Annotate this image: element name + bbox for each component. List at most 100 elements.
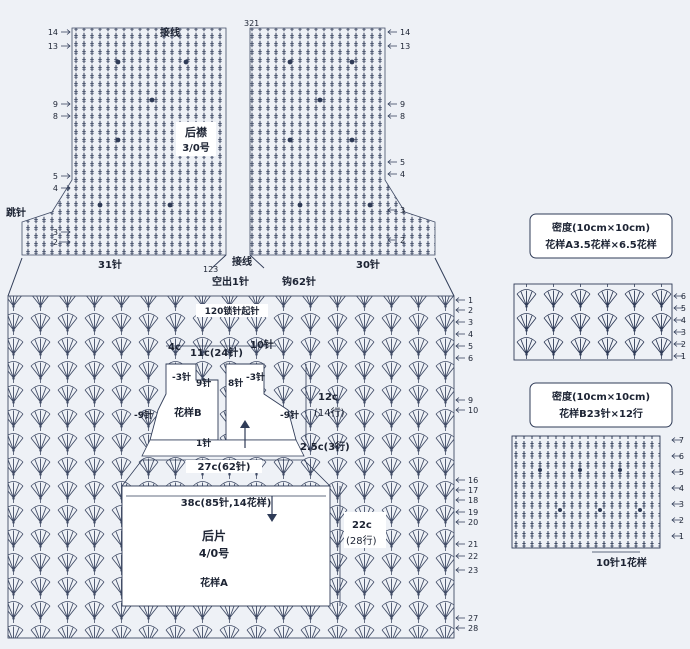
swatch-b-label-box: 密度(10cm×10cm) 花样B23针×12行 [529,382,673,428]
swatch-a-row-1: 5 [681,304,686,313]
yoke-left-row-7: 2 [53,238,58,247]
body-row-4: 5 [468,342,473,351]
swatch-a-row-arrow-2 [673,317,683,323]
yoke-left-row-arrow-7 [61,239,71,245]
yoke-right-row-5: 4 [400,170,405,179]
up-arrow [240,420,250,448]
yoke-join-label-bottom: 接线 [232,255,252,268]
yoke-right-row-7: 2 [400,236,405,245]
yoke-left-row-arrow-3 [61,113,71,119]
piece-title: 后片 [202,528,226,543]
body-row-arrow-13 [455,541,465,547]
neck-width-label: 11c(24针) [190,346,243,359]
body-row-arrow-2 [455,319,465,325]
yoke-left-row-arrow-1 [61,43,71,49]
height-12c-group: 12c (14行) 2.5c(3行) [300,364,350,453]
body-row-arrow-17 [455,625,465,631]
yoke-left-width: 31针 [98,258,122,271]
minus9-right-label: -9针 [280,409,299,421]
swatch-b-row-arrow-4 [671,501,681,507]
neck-4c-label: 4c [168,342,181,353]
piece-hook-size: 4/0号 [199,547,229,560]
yoke-right-row-4: 5 [400,158,405,167]
minus3-right-label: -3针 [246,371,265,383]
swatch-a-row-3: 3 [681,328,686,337]
swatch-b-pattern: 花样B23针×12行 [559,407,643,420]
body-row-12: 20 [468,518,478,527]
minus3-left-label: -3针 [172,371,191,383]
yoke-right-row-arrow-5 [387,171,397,177]
swatch-b-row-5: 2 [679,516,684,525]
body-row-2: 3 [468,318,473,327]
yoke-join-label-top: 接线 [160,26,180,39]
swatch-b-row-arrow-6 [671,533,681,539]
body-row-0: 1 [468,296,473,305]
pattern-a-label: 花样A [200,576,228,589]
swatch-a-gauge: 密度(10cm×10cm) [552,221,650,234]
yoke-left-row-4: 5 [53,172,58,181]
swatch-b-repeat-group: 10针1花样 [592,551,647,569]
swatch-a-row-arrow-3 [673,329,683,335]
height-12c-label: 12c [318,392,338,403]
down-arrow [267,496,277,522]
swatch-a-row-0: 6 [681,292,686,301]
yoke-title: 后襟 [185,125,207,139]
body-row-arrow-8 [455,477,465,483]
body-row-3: 4 [468,330,473,339]
eight-right-label: 8针 [228,377,243,389]
swatch-b-row-6: 1 [679,532,684,541]
yoke-right-row-arrow-4 [387,159,397,165]
yoke-right-row-arrow-3 [387,113,397,119]
yoke-left-row-0: 14 [48,28,58,37]
swatch-b-row-1: 6 [679,452,684,461]
yoke-right-row-arrow-6 [387,207,397,213]
yoke-hook-size: 3/0号 [182,142,210,154]
body-row-6: 9 [468,396,473,405]
swatch-a-label-box: 密度(10cm×10cm) 花样A3.5花样×6.5花样 [529,213,673,259]
body-row-arrow-3 [455,331,465,337]
body-row-arrow-0 [455,297,465,303]
yoke-right-row-arrow-1 [387,43,397,49]
body-row-17: 28 [468,624,478,633]
width-38c-label: 38c(85针,14花样) [181,496,272,509]
body-row-arrow-9 [455,487,465,493]
body-row-10: 18 [468,496,478,505]
swatch-b-row-0: 7 [679,436,684,445]
body-row-arrow-4 [455,343,465,349]
yoke-left-row-arrow-5 [61,185,71,191]
rows-14-label: (14行) [314,406,345,419]
swatch-b-row-arrow-0 [671,437,681,443]
yoke-left-panel [21,27,227,256]
body-row-14: 22 [468,552,478,561]
yoke-right-row-1: 13 [400,42,410,51]
body-row-arrow-12 [455,519,465,525]
swatch-a-row-arrow-4 [673,341,683,347]
yoke-right-row-0: 14 [400,28,410,37]
yoke-skip-label: 跳针 [6,206,26,219]
nine-left-label: 9针 [196,377,211,389]
back-piece-region: 38c(85针,14花样) 后片 4/0号 花样A [121,459,331,607]
yoke-left-row-5: 4 [53,184,58,193]
chain-top-label: 120锁针起针 [205,305,260,317]
yoke-left-row-arrow-4 [61,173,71,179]
swatch-a-pattern: 花样A3.5花样×6.5花样 [545,238,657,251]
yoke-left-row-1: 13 [48,42,58,51]
yoke-center-label: 空出1针 [212,275,249,288]
swatch-a-row-arrow-5 [673,353,683,359]
width-27c-label: 27c(62针) [198,460,251,473]
height-22c-group: 22c (28行) [339,486,386,606]
body-row-arrow-14 [455,553,465,559]
swatch-b-repeat-label: 10针1花样 [596,556,647,569]
yoke-chain-label: 钩62针 [282,275,316,288]
yoke-top-mark: 321 [244,19,259,28]
body-row-arrow-10 [455,497,465,503]
swatch-b-row-arrow-5 [671,517,681,523]
yoke-right-row-2: 9 [400,100,405,109]
yoke-left-row-3: 8 [53,112,58,121]
height-25c-label: 2.5c(3行) [300,440,350,453]
pattern-b-label: 花样B [174,406,202,419]
yoke-left-row-2: 9 [53,100,58,109]
